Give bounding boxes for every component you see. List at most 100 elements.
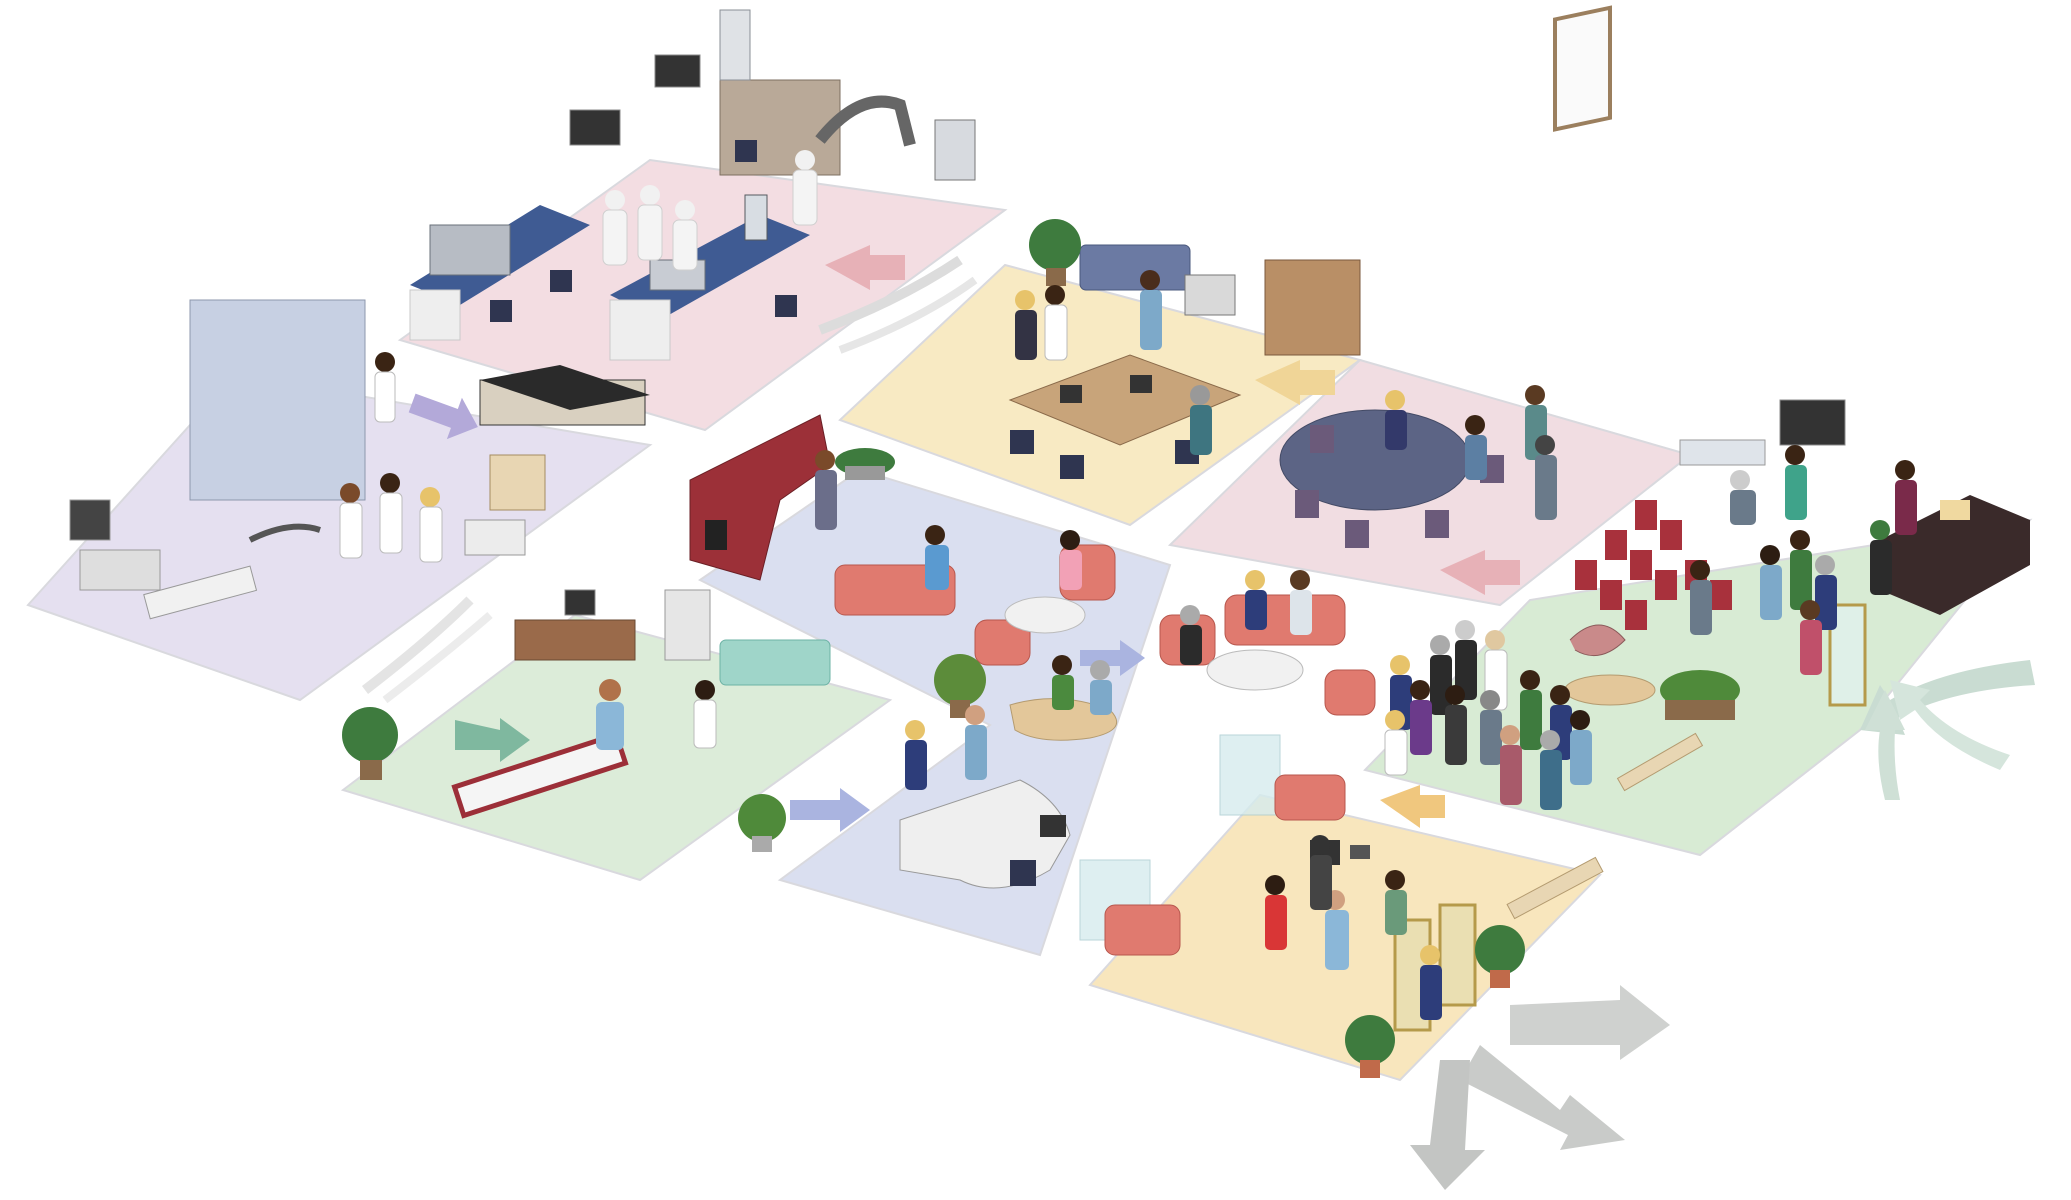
person-icon	[1480, 690, 1502, 765]
sofa-icon	[1104, 904, 1181, 956]
lab-bench-cabinet	[609, 299, 671, 361]
person-icon	[1060, 530, 1082, 590]
exit-arrows	[1410, 985, 1670, 1190]
medical-cart	[79, 549, 161, 591]
plant-icon	[835, 448, 895, 480]
flow-arrow-icon	[1080, 640, 1145, 676]
iv-stand	[664, 589, 711, 661]
flow-arrow-icon	[455, 718, 530, 762]
plant-icon	[342, 707, 398, 780]
sofa-icon	[1079, 244, 1191, 291]
chair-icon	[1655, 570, 1677, 600]
person-icon	[1044, 285, 1068, 361]
person-icon	[419, 487, 443, 563]
person-icon	[1385, 390, 1407, 450]
sofa-icon	[1324, 669, 1376, 716]
chair-icon	[1605, 530, 1627, 560]
person-icon	[1455, 620, 1477, 700]
person-icon	[1445, 685, 1467, 765]
person-icon	[1090, 660, 1112, 715]
glass-door	[1828, 603, 1867, 707]
robot-arm-icon	[815, 95, 916, 147]
exit-arrow-icon	[1410, 1060, 1485, 1190]
computer-monitor-icon	[69, 499, 111, 541]
person-icon	[1760, 545, 1782, 620]
person-icon	[1895, 460, 1917, 535]
coffee-table	[1206, 649, 1304, 691]
chair-icon	[1295, 490, 1319, 518]
person-icon	[1245, 570, 1267, 630]
person-icon	[1015, 290, 1037, 360]
chair-icon	[1310, 425, 1334, 453]
coffee-machine	[705, 520, 727, 550]
buffet-counter	[1880, 495, 2030, 615]
flow-arrow-icon	[825, 245, 905, 290]
plant-icon	[1345, 1015, 1395, 1078]
person-icon	[1052, 655, 1074, 710]
person-icon	[637, 185, 663, 261]
person-icon	[1785, 445, 1807, 520]
chair-icon	[1010, 860, 1036, 886]
entry-arrow-icon	[1860, 660, 2035, 735]
display-table	[1564, 674, 1656, 706]
computer-monitor-icon	[1779, 399, 1846, 446]
chair-icon	[1635, 500, 1657, 530]
office-desk	[1008, 354, 1242, 446]
computer-monitor-icon	[654, 54, 701, 88]
person-icon	[1500, 725, 1522, 805]
chair-icon	[1345, 520, 1369, 548]
person-icon	[1430, 635, 1452, 715]
sofa-icon	[1274, 774, 1346, 821]
sofa-icon	[719, 639, 831, 686]
flow-arrow-icon	[1255, 360, 1335, 405]
sofa-icon	[1224, 594, 1346, 646]
side-table	[1679, 439, 1766, 466]
supply-shelving	[189, 299, 366, 501]
bench	[1506, 856, 1604, 920]
chair-icon	[1710, 580, 1732, 610]
person-icon	[905, 720, 927, 790]
exam-light	[248, 523, 321, 543]
person-icon	[379, 473, 403, 554]
counter-cabinet	[464, 519, 526, 556]
computer-monitor-icon	[1130, 375, 1152, 393]
chair-icon	[1660, 520, 1682, 550]
zone-divider-curve	[838, 276, 978, 354]
person-icon	[1310, 835, 1332, 910]
zone-divider-curve	[818, 255, 963, 335]
person-icon	[1535, 435, 1557, 520]
zone-divider-curve	[382, 611, 493, 704]
entry-arrows	[1860, 660, 2035, 800]
event-space	[1384, 399, 2030, 810]
office-printer	[1184, 274, 1236, 316]
computer-monitor-icon	[564, 589, 596, 616]
exam-table	[143, 565, 258, 620]
lobby-lounge	[689, 414, 1376, 941]
flow-arrow-icon	[1440, 550, 1520, 595]
plant-icon	[1029, 219, 1081, 286]
person-icon	[1290, 570, 1312, 635]
chair-icon	[1575, 560, 1597, 590]
studio-light	[1350, 845, 1370, 859]
research-lab	[409, 9, 976, 361]
lab-bench	[610, 215, 810, 320]
exit-arrow-icon	[1510, 985, 1670, 1060]
person-icon	[339, 483, 363, 559]
flow-arrow-icon	[1380, 785, 1445, 828]
person-icon	[1570, 710, 1592, 785]
open-office	[1008, 219, 1361, 479]
person-icon	[602, 190, 628, 266]
chair-icon	[735, 140, 757, 162]
flow-arrow-icon	[408, 393, 478, 440]
computer-monitor-icon	[569, 109, 621, 146]
person-icon	[1730, 470, 1756, 525]
plant-icon	[738, 794, 786, 852]
exit-arrow-icon	[1460, 1045, 1625, 1150]
chair-icon	[1425, 510, 1449, 538]
person-icon	[1540, 730, 1562, 810]
bench	[1616, 732, 1704, 792]
microscope-icon	[744, 194, 768, 241]
lab-bench-cabinet	[409, 289, 461, 341]
whiteboard	[1553, 5, 1612, 132]
